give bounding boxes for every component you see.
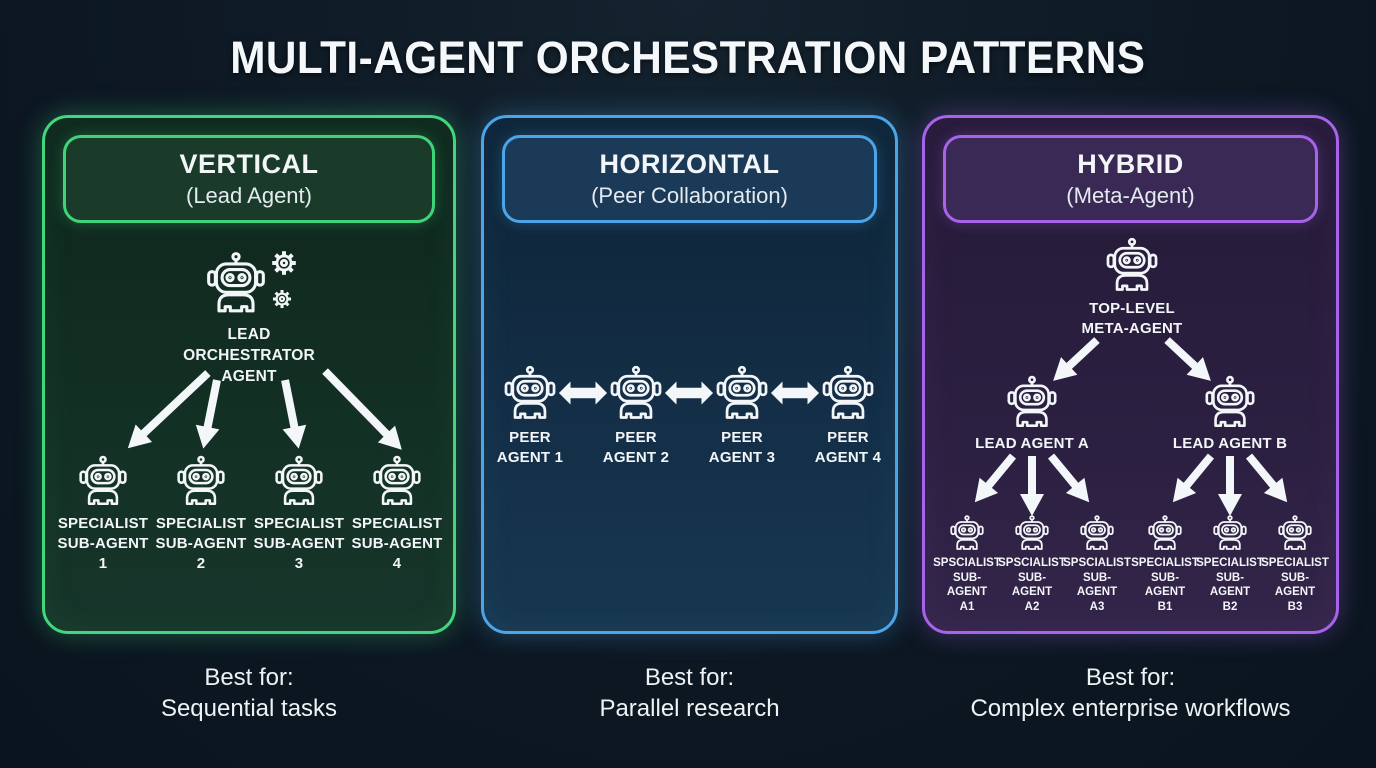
best-for-label: Best for: — [204, 664, 294, 691]
agent-label: LEAD AGENT A — [975, 435, 1089, 452]
panel-hybrid-title: HYBRID — [1077, 149, 1184, 179]
best-for-value: Sequential tasks — [160, 695, 338, 722]
arrow-down-icon — [272, 377, 311, 451]
lead-orchestrator-agent — [195, 238, 311, 320]
page-title: MULTI-AGENT ORCHESTRATION PATTERNS — [230, 32, 1146, 83]
robot-icon — [1146, 514, 1184, 552]
arrow-down-icon — [1041, 448, 1099, 511]
robot-icon — [1004, 374, 1060, 430]
best-for-hybrid: Best for: Complex enterprise workflows — [922, 662, 1339, 724]
gear-icon — [269, 286, 295, 312]
panel-vertical-header: VERTICAL (Lead Agent) — [63, 135, 435, 223]
panel-horizontal-subtitle: (Peer Collaboration) — [591, 183, 788, 208]
best-for-label: Best for: — [644, 664, 735, 691]
lead-agent-b: LEAD AGENT B — [1155, 374, 1305, 454]
best-for-value: Complex enterprise workflows — [970, 695, 1291, 722]
panel-vertical-subtitle: (Lead Agent) — [186, 183, 312, 208]
robot-icon — [819, 364, 877, 422]
robot-icon — [1211, 514, 1249, 552]
arrow-down-icon — [965, 448, 1023, 511]
agent-label: LEAD AGENT B — [1172, 435, 1288, 452]
robot-icon — [713, 364, 771, 422]
robot-icon — [174, 454, 228, 508]
lead-agent-a: LEAD AGENT A — [957, 374, 1107, 454]
double-arrow-icon — [558, 380, 608, 406]
panel-horizontal-header: HORIZONTAL (Peer Collaboration) — [502, 135, 877, 223]
best-for-horizontal: Best for: Parallel research — [481, 662, 898, 724]
gear-icon — [267, 246, 301, 280]
robot-icon — [1276, 514, 1314, 552]
panel-horizontal-title: HORIZONTAL — [599, 149, 780, 179]
lead-orchestrator-label: LEAD ORCHESTRATOR AGENT — [183, 326, 315, 385]
double-arrow-icon — [770, 380, 820, 406]
best-for-value: Parallel research — [599, 695, 780, 722]
robot-icon — [1078, 514, 1116, 552]
double-arrow-icon — [664, 380, 714, 406]
robot-icon — [370, 454, 424, 508]
panel-hybrid-subtitle: (Meta-Agent) — [1066, 183, 1195, 208]
panel-vertical: VERTICAL (Lead Agent) LEAD ORCHESTRATOR … — [42, 115, 456, 634]
robot-icon — [501, 364, 559, 422]
robot-icon — [607, 364, 665, 422]
robot-icon — [76, 454, 130, 508]
arrow-down-icon — [1239, 448, 1297, 511]
robot-icon — [272, 454, 326, 508]
robot-icon — [948, 514, 986, 552]
robot-with-gears-icon — [203, 250, 269, 316]
panel-hybrid-header: HYBRID (Meta-Agent) — [943, 135, 1318, 223]
robot-icon — [1202, 374, 1258, 430]
robot-icon — [1013, 514, 1051, 552]
best-for-label: Best for: — [1085, 664, 1176, 691]
best-for-vertical: Best for: Sequential tasks — [42, 662, 456, 724]
panel-vertical-title: VERTICAL — [179, 149, 319, 179]
robot-icon — [1103, 236, 1161, 294]
arrow-down-icon — [1163, 448, 1221, 511]
